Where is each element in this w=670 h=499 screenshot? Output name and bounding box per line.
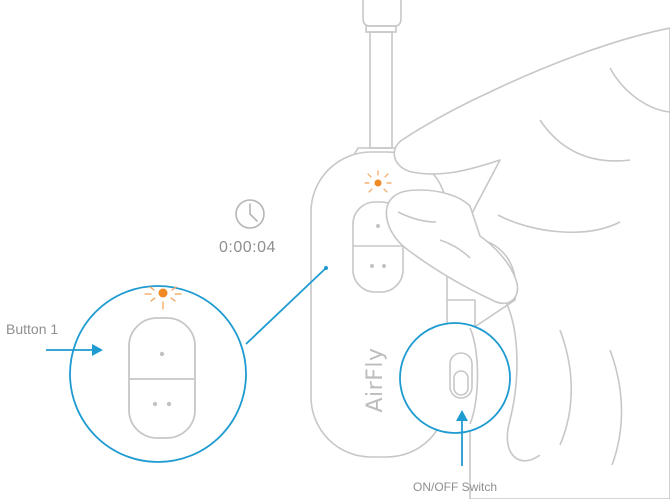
cable: [354, 0, 408, 155]
arrow-up-icon: [456, 410, 468, 466]
timer-readout: 0:00:04: [219, 240, 276, 256]
airfly-brand-label: AirFly: [365, 348, 387, 413]
clock-icon: [236, 200, 264, 228]
button-callout: [46, 266, 328, 462]
button-1-label: Button 1: [6, 322, 58, 336]
onoff-switch-knob: [454, 371, 468, 395]
button-1-enlarged: [129, 318, 195, 438]
onoff-switch-label: ON/OFF Switch: [413, 481, 497, 493]
